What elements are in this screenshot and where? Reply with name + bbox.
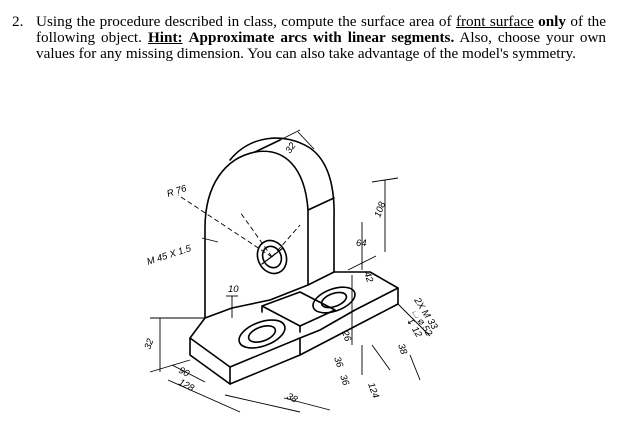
question-text-part-3: Also, choose your own values for any mis… [36,29,607,62]
depth-dimension-128: 128 [177,377,197,394]
hole-spacing-dimension-26: 26 [339,328,354,343]
front-surface-term: front surface [455,13,534,30]
upright-back-arch [229,137,335,273]
hole-spacing-dimension-36: 36 [331,355,345,369]
question-text-part-2: of the following object. [36,13,606,46]
offset-dimension-42: 42 [361,270,375,284]
thread-callout: M 45 X 1.5 [146,243,194,268]
rib-dimension: 10 [228,284,239,295]
question-text: Using the procedure described in class, … [36,14,606,62]
base-thickness-dimension: 32 [142,337,156,351]
base-front-face [189,337,231,385]
height-dimension: 108 [372,200,388,219]
left-base-hole [238,319,286,349]
base-center-slot [261,291,336,327]
hint-label: Hint: [147,29,183,46]
edge-dimension-38: 38 [395,342,409,356]
thickness-dimension-top: 32 [283,140,298,156]
hole-spacing-dimension-36b: 36 [337,373,351,387]
width-dimension-124: 124 [365,381,381,400]
only-emphasis: only [538,13,566,30]
hint-text: Approximate arcs with linear segments. [188,29,455,46]
hole-height-dimension: 64 [356,238,367,249]
question-text-part-1: Using the procedure described in class, … [36,13,452,30]
question-number: 2. [12,13,24,30]
right-base-hole [312,286,356,314]
front-edge-dimension-38: 38 [285,391,300,406]
radius-dimension: R 76 [166,183,189,200]
center-threaded-hole [256,239,288,275]
question-block: 2. Using the procedure described in clas… [12,14,606,62]
